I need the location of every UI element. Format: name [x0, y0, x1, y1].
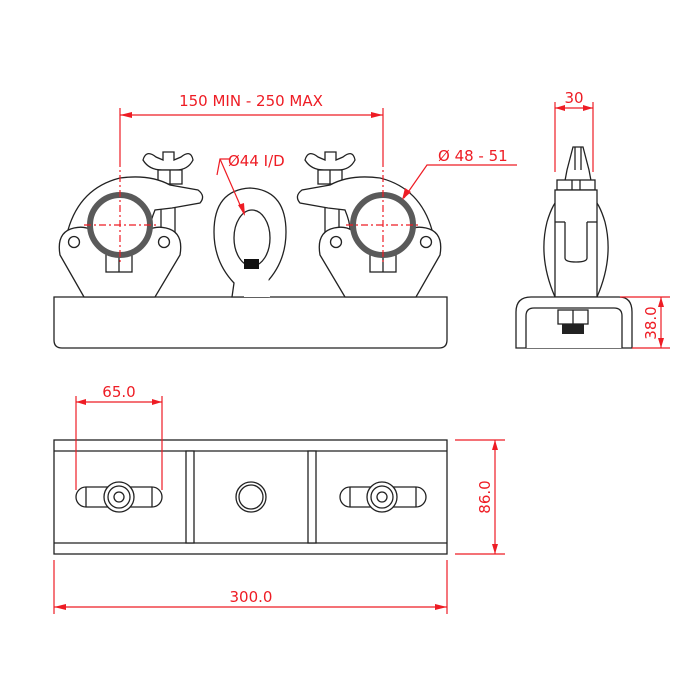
dimension-slot-offset: 65.0	[75, 383, 163, 490]
side-height-label: 38.0	[642, 306, 660, 339]
dimension-side-width: 30	[554, 89, 594, 172]
dimension-eye-diameter: Ø44 I/D	[216, 152, 285, 216]
eye-nut	[213, 187, 287, 298]
left-slot	[75, 481, 163, 513]
coupler-spacing-label: 150 MIN - 250 MAX	[179, 92, 323, 110]
dimension-side-height: 38.0	[620, 296, 670, 349]
front-view: 150 MIN - 250 MAX Ø44 I/D Ø 48 - 51	[53, 92, 517, 349]
plate-length-label: 300.0	[230, 588, 273, 606]
eye-diameter-label: Ø44 I/D	[228, 152, 285, 170]
right-coupler	[296, 151, 442, 298]
left-coupler	[58, 151, 204, 298]
right-slot	[339, 481, 427, 513]
dimension-plate-width: 86.0	[455, 439, 505, 555]
dimension-tube-diameter: Ø 48 - 51	[402, 147, 517, 200]
top-view: 65.0 86.0 300.0	[53, 383, 505, 614]
center-bolt	[235, 481, 267, 513]
plate-width-label: 86.0	[476, 480, 494, 513]
base-plate	[53, 296, 448, 349]
slot-offset-label: 65.0	[102, 383, 135, 401]
side-width-label: 30	[564, 89, 583, 107]
dimension-plate-length: 300.0	[53, 560, 448, 614]
side-view: 30 38.0	[515, 89, 670, 349]
dimension-coupler-spacing: 150 MIN - 250 MAX	[119, 92, 384, 160]
tube-diameter-label: Ø 48 - 51	[438, 147, 508, 165]
